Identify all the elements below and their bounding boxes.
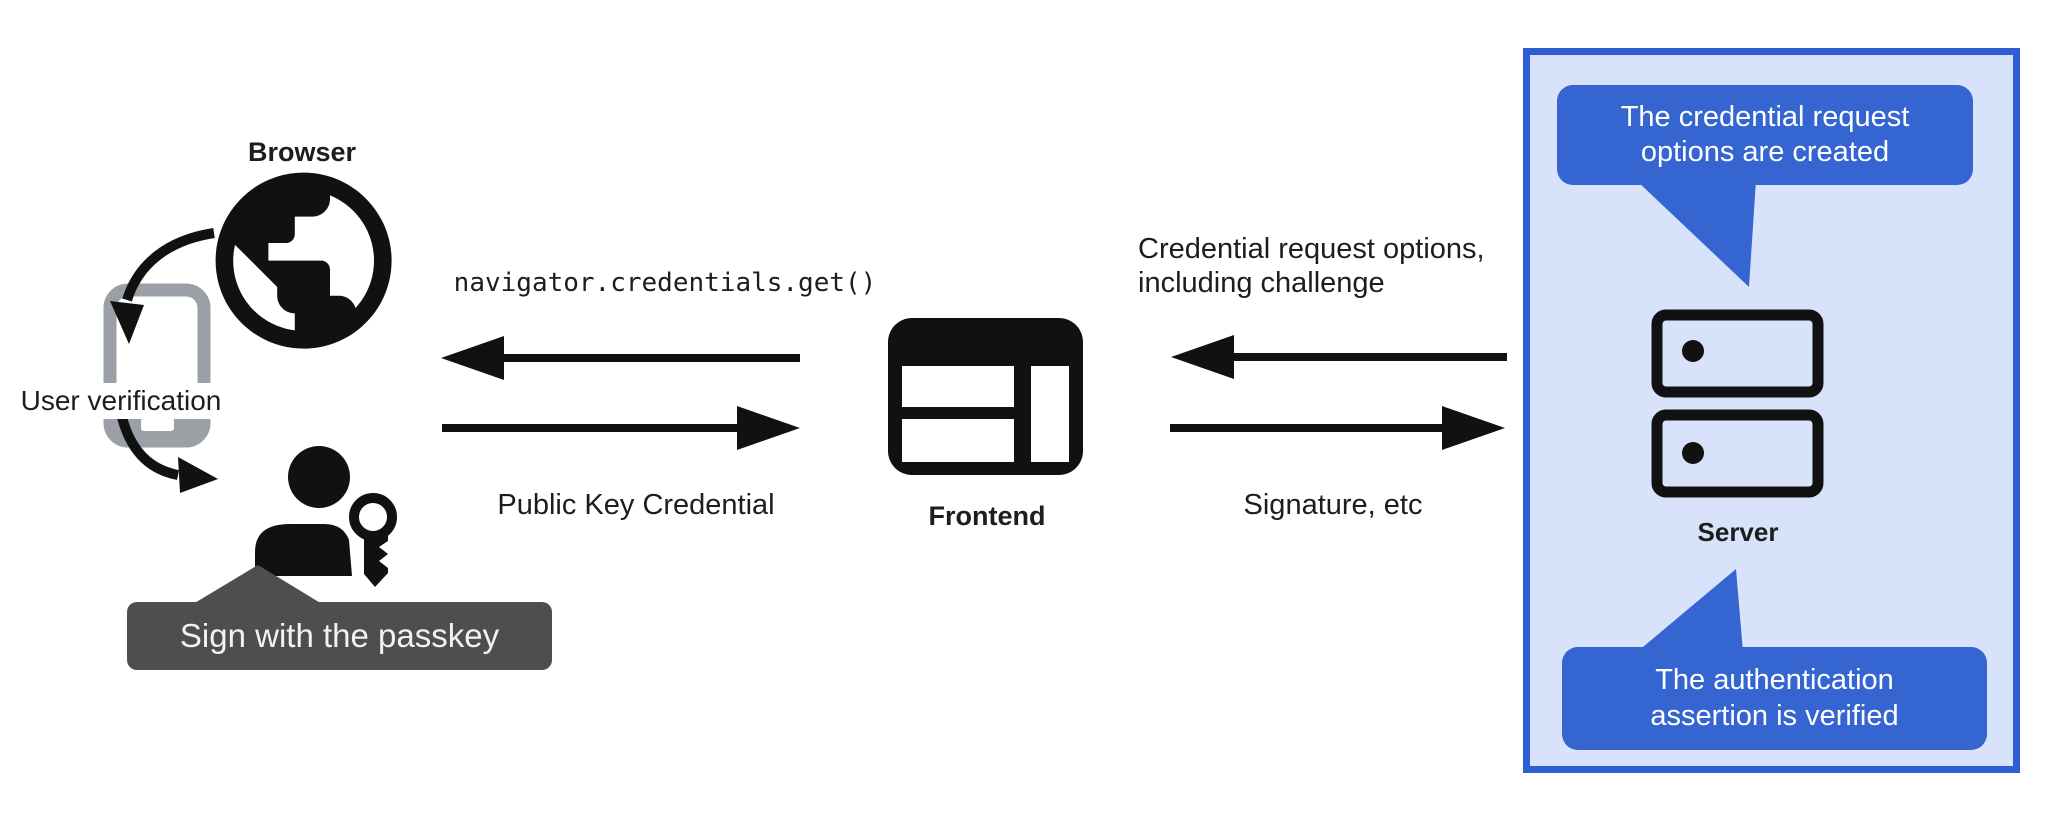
arrow-left-server-to-frontend <box>1171 335 1507 379</box>
public-key-credential-label: Public Key Credential <box>497 489 775 521</box>
credential-request-options-line2: including challenge <box>1138 267 1385 300</box>
person-icon <box>255 446 352 576</box>
arrow-right-frontend-to-server <box>1170 406 1505 450</box>
credentials-get-code-label: navigator.credentials.get() <box>453 268 877 298</box>
speech-bubble-tail-top <box>1636 180 1756 287</box>
credential-request-created-bubble: The credential request options are creat… <box>1557 85 1973 185</box>
credential-request-options-line1: Credential request options, <box>1138 233 1485 265</box>
curved-arrow-globe-to-phone <box>110 228 215 344</box>
speech-bubble-tail-bottom <box>1637 569 1743 652</box>
signature-label: Signature, etc <box>1243 489 1423 521</box>
sign-with-passkey-label: Sign with the passkey <box>179 617 500 654</box>
bubble-bottom-line1: The authentication <box>1655 664 1894 697</box>
credential-request-options-label: Credential request options, including ch… <box>1138 232 1485 300</box>
browser-window-icon <box>888 318 1083 475</box>
bubble-bottom-line2: assertion is verified <box>1650 699 1899 732</box>
globe-icon <box>215 172 392 349</box>
tooltip-pointer <box>193 565 322 604</box>
assertion-verified-bubble: The authentication assertion is verified <box>1562 647 1987 750</box>
server-icon <box>1651 309 1824 498</box>
bubble-top-line2: options are created <box>1640 136 1890 168</box>
frontend-label: Frontend <box>928 501 1046 531</box>
arrow-right-browser-to-frontend <box>442 406 800 450</box>
sign-with-passkey-tooltip: Sign with the passkey <box>127 602 552 670</box>
browser-label: Browser <box>247 137 357 167</box>
user-verification-label: User verification <box>14 383 228 420</box>
server-label: Server <box>1697 517 1779 547</box>
bubble-top-line1: The credential request <box>1620 100 1910 133</box>
arrow-left-frontend-to-browser <box>441 336 800 380</box>
key-icon <box>349 493 397 587</box>
